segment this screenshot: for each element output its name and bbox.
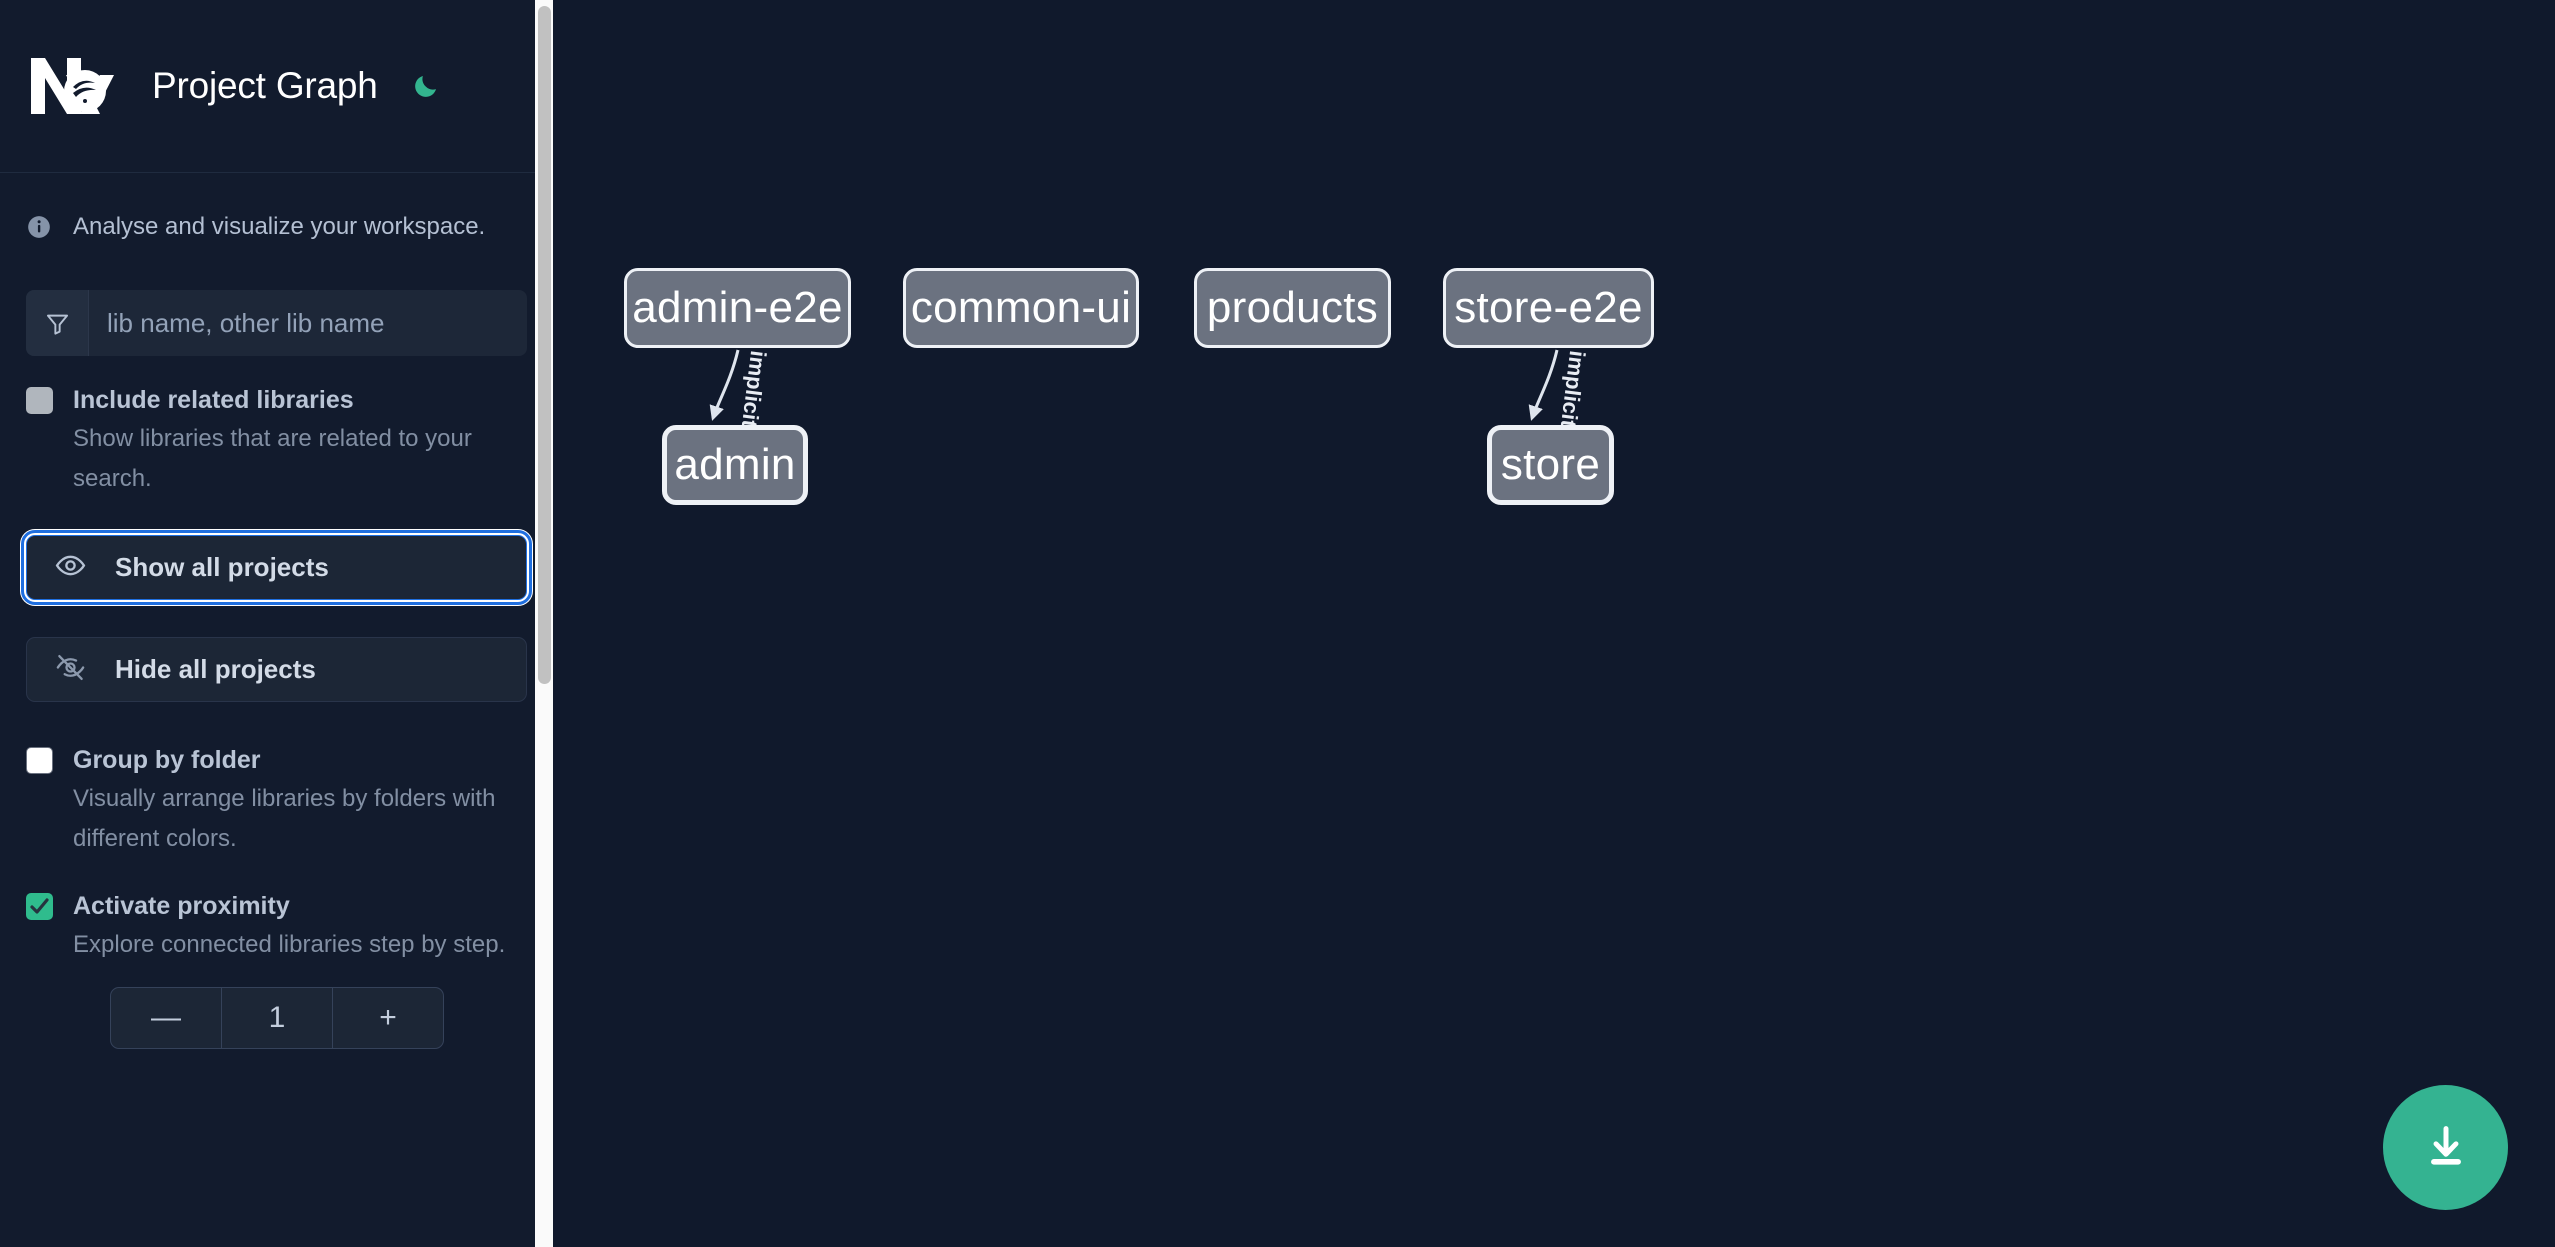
graph-node-common-ui[interactable]: common-ui (903, 268, 1139, 348)
graph-node-admin-e2e[interactable]: admin-e2e (624, 268, 851, 348)
sidebar-scrollbar[interactable] (535, 0, 553, 1247)
download-icon (2420, 1120, 2472, 1175)
edge-label-implicit: implicit (736, 349, 772, 429)
proximity-stepper[interactable]: — 1 + (110, 987, 444, 1049)
eye-icon (55, 550, 86, 586)
filter-bar[interactable] (26, 290, 527, 356)
hide-all-projects-label: Hide all projects (115, 654, 316, 684)
option-label: Group by folder (73, 746, 261, 774)
stepper-decrement-button[interactable]: — (151, 1001, 181, 1034)
graph-canvas[interactable]: implicit implicit admin-e2e common-ui pr… (553, 0, 2555, 1247)
sidebar-scrollbar-thumb[interactable] (538, 6, 551, 684)
checkbox-activate-proximity[interactable] (26, 893, 53, 920)
option-label: Include related libraries (73, 386, 354, 414)
option-activate-proximity[interactable]: Activate proximity Explore connected lib… (0, 887, 553, 965)
option-description: Explore connected libraries step by step… (73, 931, 506, 958)
app-title: Project Graph (152, 65, 378, 106)
tagline-row: Analyse and visualize your workspace. (0, 173, 553, 281)
graph-node-admin[interactable]: admin (662, 425, 808, 505)
graph-node-store-e2e[interactable]: store-e2e (1443, 268, 1654, 348)
funnel-icon (26, 290, 89, 356)
checkbox-include-related-libraries[interactable] (26, 387, 53, 414)
sidebar-header: Project Graph (0, 0, 553, 173)
edge-store-e2e-store (1528, 349, 1559, 421)
nx-logo (26, 53, 122, 119)
option-include-related-libraries[interactable]: Include related libraries Show libraries… (0, 381, 553, 499)
show-all-projects-label: Show all projects (115, 552, 329, 582)
edge-admin-e2e-admin (709, 349, 740, 421)
moon-icon[interactable] (406, 66, 446, 106)
sidebar: Project Graph Analyse and visualize yo (0, 0, 553, 1247)
graph-edges (709, 349, 1559, 421)
graph-node-products[interactable]: products (1194, 268, 1391, 348)
show-all-projects-button[interactable]: Show all projects (21, 530, 532, 605)
option-description: Show libraries that are related to your … (73, 425, 472, 492)
hide-all-projects-button[interactable]: Hide all projects (26, 637, 527, 702)
checkbox-group-by-folder[interactable] (26, 747, 53, 774)
graph-node-store[interactable]: store (1487, 425, 1614, 505)
stepper-value: 1 (221, 988, 332, 1048)
option-description: Visually arrange libraries by folders wi… (73, 785, 496, 852)
tagline-text: Analyse and visualize your workspace. (73, 213, 486, 240)
stepper-increment-button[interactable]: + (332, 988, 443, 1048)
eye-off-icon (55, 652, 86, 688)
search-input[interactable] (89, 290, 527, 356)
option-group-by-folder[interactable]: Group by folder Visually arrange librari… (0, 741, 553, 859)
info-icon (26, 214, 52, 240)
edge-label-implicit: implicit (1555, 349, 1591, 429)
option-label: Activate proximity (73, 892, 290, 920)
download-graph-button[interactable] (2383, 1085, 2508, 1210)
